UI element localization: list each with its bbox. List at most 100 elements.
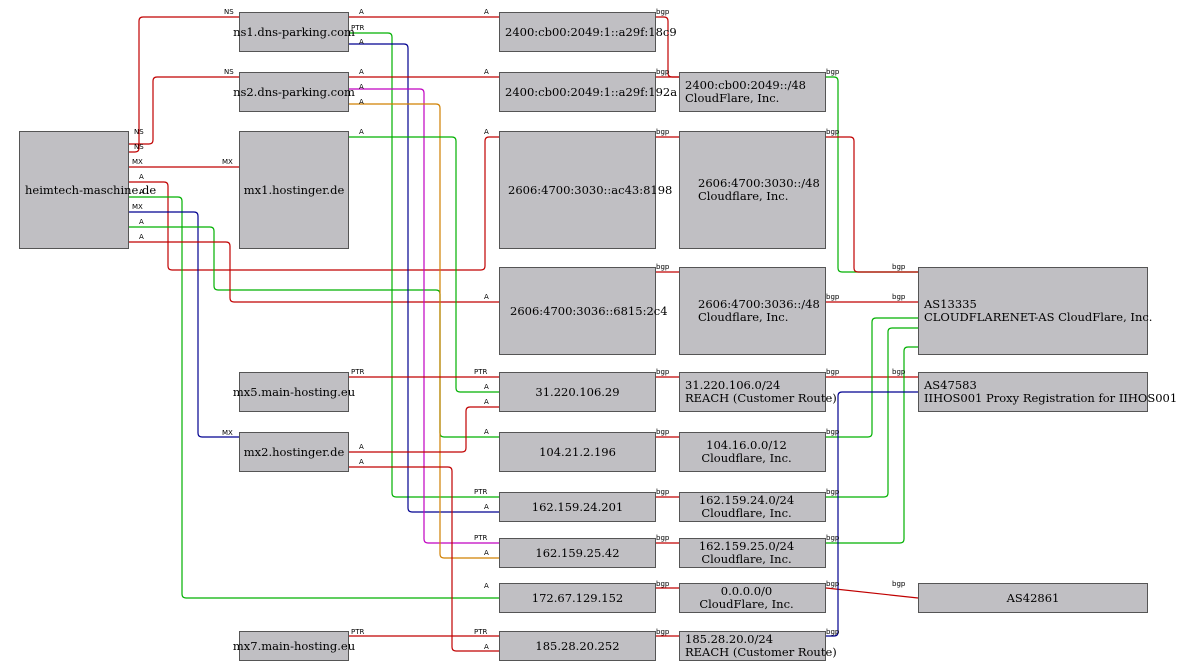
node-label-line: mx2.hostinger.de xyxy=(243,444,345,459)
edge xyxy=(826,346,918,544)
edge-label-bgp: bgp xyxy=(656,628,670,636)
node-mx1: mx1.hostinger.de xyxy=(239,131,349,249)
edge-label-bgp: bgp xyxy=(826,428,840,436)
edge-label-mx: MX xyxy=(222,429,233,437)
edge-label-a: A xyxy=(139,233,144,241)
edge xyxy=(129,196,499,599)
node-label-line: Cloudflare, Inc. xyxy=(701,451,792,465)
node-mx2: mx2.hostinger.de xyxy=(239,432,349,472)
edge xyxy=(349,103,499,559)
node-label-line: CloudFlare, Inc. xyxy=(685,91,780,105)
node-label-line: REACH (Customer Route) xyxy=(685,645,837,659)
node-label-line: 185.28.20.0/24 xyxy=(685,632,774,646)
edge xyxy=(129,136,499,271)
edge-label-a: A xyxy=(484,8,489,16)
node-label-line: 0.0.0.0/0 xyxy=(720,584,773,598)
edge-label-a: A xyxy=(484,428,489,436)
edge-label-ns: NS xyxy=(224,68,234,76)
node-ip-31: 31.220.106.29 xyxy=(499,372,656,412)
node-label-line: mx1.hostinger.de xyxy=(243,182,345,197)
edge-label-ptr: PTR xyxy=(474,488,488,496)
edge-label-a: A xyxy=(484,643,489,651)
node-label-line: 185.28.20.252 xyxy=(535,638,620,653)
edge-label-a: A xyxy=(484,128,489,136)
edge xyxy=(349,406,499,453)
edge-label-bgp: bgp xyxy=(826,128,840,136)
edge-label-bgp: bgp xyxy=(656,488,670,496)
node-ip-172: 172.67.129.152 xyxy=(499,583,656,613)
edge-label-bgp: bgp xyxy=(656,68,670,76)
node-label-line: AS13335 xyxy=(924,297,977,311)
edge-label-a: A xyxy=(484,383,489,391)
node-label-line: 2606:4700:3036::/48 xyxy=(698,297,820,311)
edge-label-ns: NS xyxy=(134,128,144,136)
node-label-line: mx5.main-hosting.eu xyxy=(232,384,356,399)
edge-label-ptr: PTR xyxy=(351,628,365,636)
node-mx5: mx5.main-hosting.eu xyxy=(233,372,355,412)
edge xyxy=(349,43,499,513)
node-as42861: AS42861 xyxy=(918,583,1148,613)
edge-label-bgp: bgp xyxy=(656,428,670,436)
edge-label-a: A xyxy=(139,173,144,181)
edge xyxy=(349,32,499,498)
edge-label-ptr: PTR xyxy=(474,628,488,636)
edge xyxy=(826,136,918,273)
edge-label-mx: MX xyxy=(132,203,143,211)
edge-label-a: A xyxy=(139,188,144,196)
edge-label-ptr: PTR xyxy=(351,24,365,32)
edge-label-bgp: bgp xyxy=(656,534,670,542)
node-label-line: 31.220.106.0/24 xyxy=(685,378,781,392)
node-label-line: ns1.dns-parking.com xyxy=(233,24,355,39)
node-label-line: 2400:cb00:2049:1::a29f:18c9 xyxy=(505,24,677,39)
edge-label-a: A xyxy=(359,458,364,466)
node-label-line: 104.16.0.0/12 xyxy=(706,438,787,452)
edge xyxy=(826,317,918,438)
edge-label-bgp: bgp xyxy=(656,128,670,136)
edge-label-bgp: bgp xyxy=(656,8,670,16)
edge xyxy=(349,88,499,544)
edge-label-bgp: bgp xyxy=(826,628,840,636)
edge-label-bgp: bgp xyxy=(892,580,906,588)
node-heimtech: heimtech-maschine.de xyxy=(19,131,156,249)
node-label-line: 162.159.24.201 xyxy=(531,499,624,514)
edge-label-bgp: bgp xyxy=(826,580,840,588)
node-label-line: 162.159.25.42 xyxy=(535,545,620,560)
node-label-line: 31.220.106.29 xyxy=(535,384,620,399)
edge xyxy=(349,466,499,652)
edge xyxy=(129,241,499,303)
node-ip6-2c4: 2606:4700:3036::6815:2c4 xyxy=(499,267,668,355)
node-ip-185: 185.28.20.252 xyxy=(499,631,656,661)
node-label-line: 104.21.2.196 xyxy=(539,444,616,459)
edge-label-a: A xyxy=(359,38,364,46)
node-label-line: 162.159.24.0/24 xyxy=(698,493,795,507)
node-ip-162-25: 162.159.25.42 xyxy=(499,538,656,568)
node-label-line: 172.67.129.152 xyxy=(531,590,624,605)
edge-label-a: A xyxy=(359,98,364,106)
edge-label-bgp: bgp xyxy=(826,534,840,542)
edge-label-bgp: bgp xyxy=(826,68,840,76)
edge-label-a: A xyxy=(359,128,364,136)
edge-label-mx: MX xyxy=(132,158,143,166)
node-label-line: ns2.dns-parking.com xyxy=(233,84,355,99)
edge-label-bgp: bgp xyxy=(892,368,906,376)
node-ns2: ns2.dns-parking.com xyxy=(233,72,355,112)
edge xyxy=(129,16,239,153)
edge-label-bgp: bgp xyxy=(656,580,670,588)
edge-label-bgp: bgp xyxy=(656,263,670,271)
node-ip-162-24: 162.159.24.201 xyxy=(499,492,656,522)
edge-label-a: A xyxy=(359,68,364,76)
edge xyxy=(129,76,239,145)
node-mx7: mx7.main-hosting.eu xyxy=(233,631,355,661)
node-ip-104: 104.21.2.196 xyxy=(499,432,656,472)
edge-label-ns: NS xyxy=(224,8,234,16)
node-label-line: heimtech-maschine.de xyxy=(25,182,157,197)
